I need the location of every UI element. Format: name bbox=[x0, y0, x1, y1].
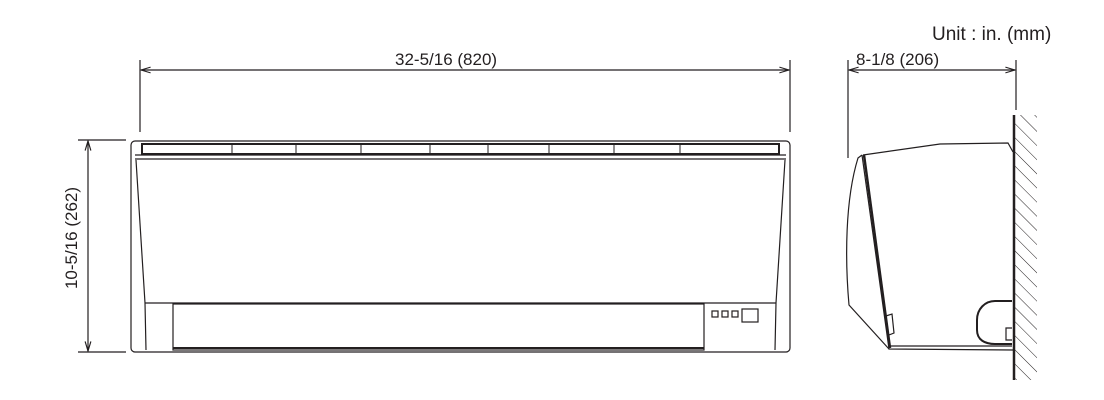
side-depth-dimension bbox=[847, 60, 1017, 158]
front-view bbox=[130, 140, 791, 353]
front-width-dimension-label: 32-5/16 (820) bbox=[395, 50, 498, 69]
receiver-window bbox=[741, 308, 759, 323]
indicator-lamp bbox=[721, 310, 729, 318]
indicator-lamp bbox=[731, 310, 739, 318]
side-view bbox=[846, 115, 1037, 380]
indicator-lamp bbox=[711, 310, 719, 318]
height-dimension bbox=[78, 139, 126, 353]
unit-label: Unit : in. (mm) bbox=[932, 24, 1052, 45]
front-width-dimension bbox=[139, 60, 791, 132]
wall-hatching bbox=[1015, 115, 1037, 380]
side-depth-dimension-label: 8-1/8 (206) bbox=[856, 50, 940, 69]
